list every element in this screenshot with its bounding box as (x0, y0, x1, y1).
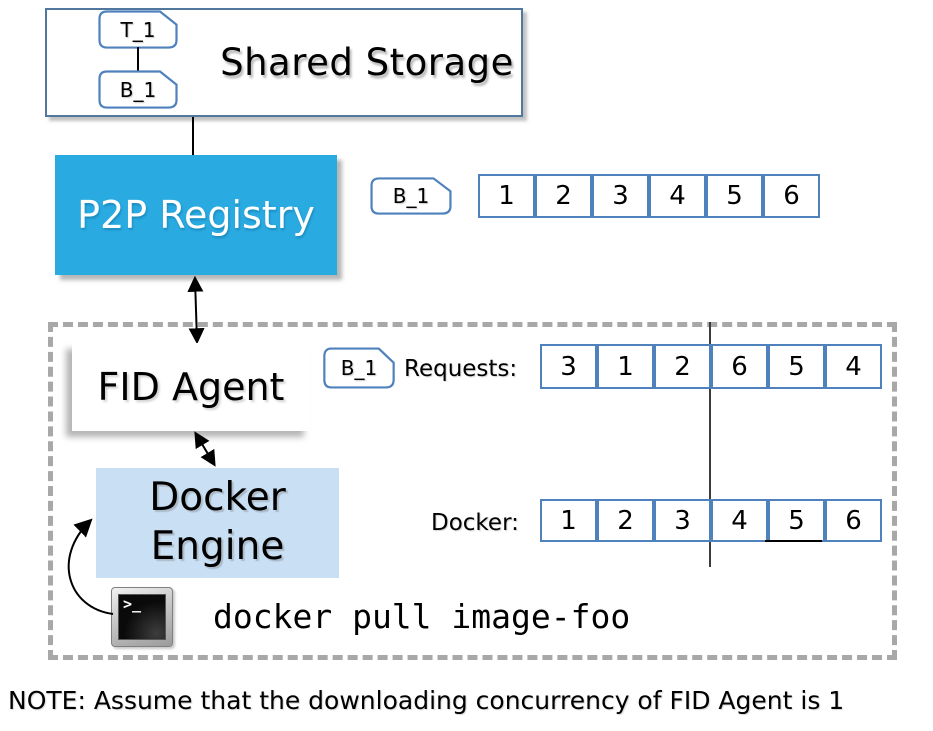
registry-block-card-label: B_1 (392, 184, 430, 208)
docker-block-cell-value: 5 (788, 505, 805, 536)
registry-block-cell: 1 (478, 174, 535, 218)
terminal-prompt: >_ (123, 595, 142, 613)
requests-label: Requests: (404, 356, 518, 382)
storage-node-t1-label: T_1 (120, 17, 156, 42)
docker-block-cell: 6 (825, 499, 882, 542)
storage-node-t1: T_1 (98, 10, 178, 49)
registry-block-row: 1 2 3 4 5 6 (478, 174, 820, 218)
fid-agent-box: FID Agent (72, 343, 310, 431)
registry-block-cell: 2 (535, 174, 592, 218)
storage-node-b1-label: B_1 (119, 77, 157, 102)
progress-divider-line (709, 322, 711, 567)
shared-storage-title: Shared Storage (220, 41, 514, 84)
docker-block-cell: 3 (654, 499, 711, 542)
storage-node-b1: B_1 (98, 70, 178, 109)
terminal-engine-arrow (67, 518, 114, 615)
docker-engine-title-line1: Docker (149, 475, 286, 521)
registry-block-cell: 4 (649, 174, 706, 218)
p2p-registry-title: P2P Registry (77, 193, 315, 237)
card-shape (323, 347, 395, 389)
agent-block-card-label: B_1 (340, 356, 378, 380)
terminal-screen: >_ (118, 594, 166, 640)
docker-block-cell: 4 (711, 499, 768, 542)
docker-block-row: 1 2 3 4 5 6 (540, 499, 882, 542)
docker-block-cell: 2 (597, 499, 654, 542)
requests-block-cell: 5 (768, 344, 825, 389)
docker-label: Docker: (431, 510, 519, 536)
p2p-registry-box: P2P Registry (55, 155, 337, 275)
card-shape (98, 10, 178, 49)
requests-block-cell: 4 (825, 344, 882, 389)
requests-block-cell: 2 (654, 344, 711, 389)
docker-engine-box: Docker Engine (96, 468, 339, 578)
requests-block-row: 3 1 2 6 5 4 (540, 344, 882, 389)
downloading-underline (765, 540, 822, 542)
note-text: NOTE: Assume that the downloading concur… (8, 686, 845, 715)
card-shape (98, 70, 178, 109)
docker-pull-command: docker pull image-foo (213, 597, 631, 636)
registry-block-cell: 6 (763, 174, 820, 218)
registry-block-card: B_1 (370, 177, 452, 215)
registry-agent-arrow (187, 275, 205, 345)
requests-block-cell: 1 (597, 344, 654, 389)
docker-block-cell: 1 (540, 499, 597, 542)
registry-block-cell: 5 (706, 174, 763, 218)
agent-engine-arrow (194, 431, 216, 467)
card-shape (370, 177, 452, 215)
fid-agent-title: FID Agent (97, 365, 285, 409)
storage-registry-connector-line (192, 117, 194, 156)
docker-engine-title-line2: Engine (150, 524, 285, 569)
agent-block-card: B_1 (323, 347, 395, 389)
t1-b1-connector-line (137, 47, 139, 72)
requests-block-cell: 6 (711, 344, 768, 389)
host-boundary-box (48, 322, 897, 660)
requests-block-cell: 3 (540, 344, 597, 389)
docker-block-cell-downloading: 5 (765, 499, 825, 542)
registry-block-cell: 3 (592, 174, 649, 218)
terminal-icon: >_ (111, 587, 173, 647)
